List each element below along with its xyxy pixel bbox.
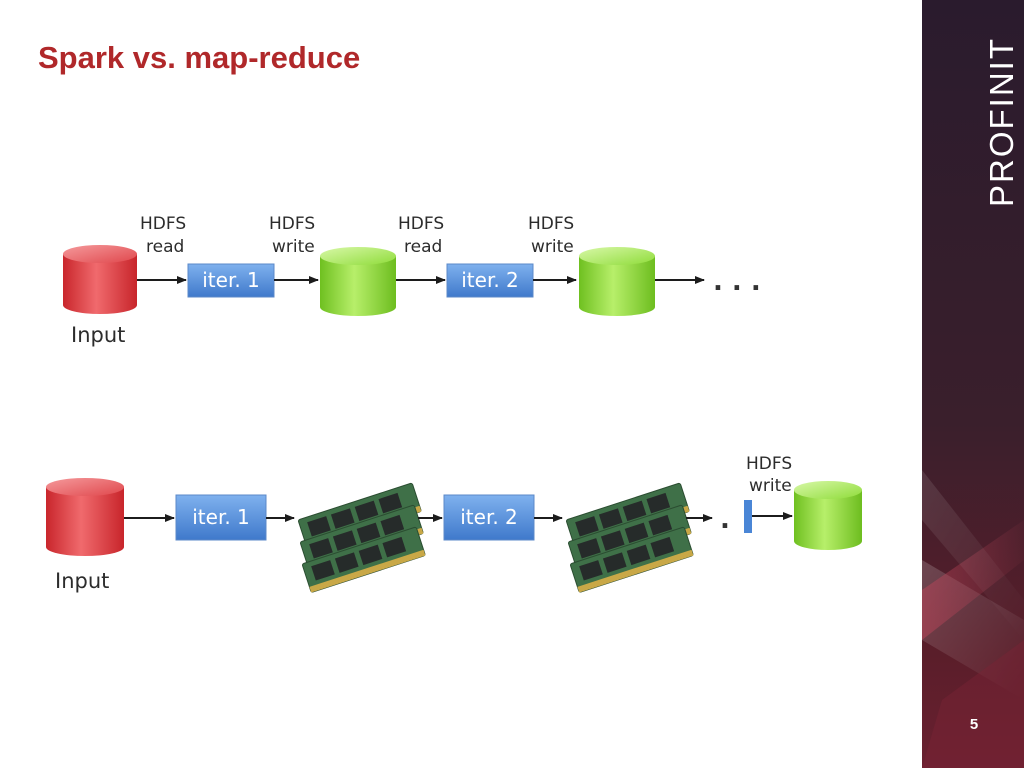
input-label: Input [55,569,109,593]
step-label-hdfs-write-2-sub: write [531,237,574,257]
hdfs-database-icon [794,481,862,550]
iteration-2-label: iter. 2 [461,268,519,292]
page-number: 5 [969,716,979,733]
step-label-hdfs-write-2: HDFS [528,214,574,234]
iteration-1-label: iter. 1 [192,505,250,529]
step-label-hdfs-read-1: HDFS [140,214,186,234]
output-label-write: write [749,476,792,496]
iteration-1-box: iter. 1 [187,263,275,298]
iteration-1-box: iter. 1 [175,494,267,541]
input-database-icon [46,478,124,556]
hdfs-database-icon [579,247,655,316]
brand-logo-text: PROFINIT [983,37,1020,207]
input-label: Input [71,323,125,347]
mapreduce-row: Input HDFS read iter. 1 HDFS write HDFS … [63,214,761,347]
spark-row: Input iter. 1 iter. 2 . HDFS write [46,454,862,594]
ram-module-icon [297,482,426,594]
slide-title: Spark vs. map-reduce [38,40,361,75]
iteration-1-label: iter. 1 [202,268,260,292]
ram-module-icon [565,482,694,594]
iteration-2-box: iter. 2 [443,494,535,541]
step-label-hdfs-read-2-sub: read [404,237,442,257]
step-label-hdfs-read-2: HDFS [398,214,444,234]
continuation-dots: . [720,505,730,535]
continuation-dots: . . . [713,267,761,297]
hdfs-database-icon [320,247,396,316]
input-database-icon [63,245,137,314]
brand-sidebar [922,0,1024,768]
sidebar-decoration [922,470,1024,768]
spark-vs-mapreduce-diagram: Input HDFS read iter. 1 HDFS write HDFS … [46,214,862,594]
step-label-hdfs-write-1-sub: write [272,237,315,257]
hdfs-write-marker [744,500,752,533]
step-label-hdfs-write-1: HDFS [269,214,315,234]
output-label-hdfs: HDFS [746,454,792,474]
iteration-2-label: iter. 2 [460,505,518,529]
iteration-2-box: iter. 2 [446,263,534,298]
step-label-hdfs-read-1-sub: read [146,237,184,257]
